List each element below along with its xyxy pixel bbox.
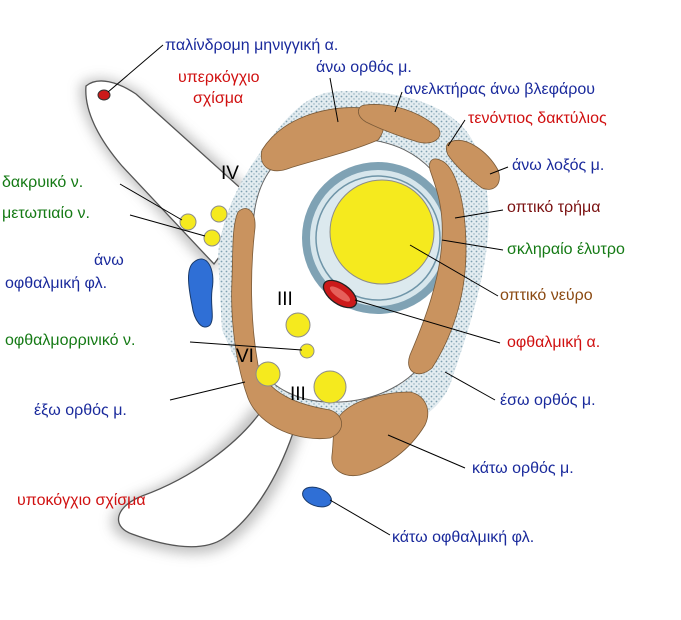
- label-superior-orbital-fissure-line1: υπερκόγχιο: [178, 69, 260, 86]
- oculomotor-superior-shape: [285, 312, 311, 338]
- label-optic-canal: οπτικό τρήμα: [507, 199, 601, 216]
- label-superior-rectus: άνω ορθός μ.: [316, 59, 412, 76]
- label-inferior-orbital-fissure: υποκόγχιο σχίσμα: [17, 492, 146, 509]
- label-recurrent-meningeal-artery: παλίνδρομη μηνιγγική α.: [165, 37, 338, 54]
- nasociliary-nerve-shape: [299, 343, 315, 359]
- label-medial-rectus: έσω ορθός μ.: [500, 392, 596, 409]
- label-inferior-ophthalmic-vein: κάτω οφθαλμική φλ.: [392, 529, 534, 546]
- nerve-iv-label: IV: [221, 163, 239, 184]
- label-tendinous-ring: τενόντιος δακτύλιος: [468, 110, 607, 127]
- label-frontal-nerve: μετωπιαίο ν.: [2, 205, 90, 222]
- frontal-nerve-shape-upper: [210, 205, 228, 223]
- label-lacrimal-nerve: δακρυικό ν.: [2, 174, 83, 191]
- nerve-iii-lower-label: III: [290, 384, 306, 405]
- nerve-circles: [179, 205, 347, 404]
- label-superior-oblique: άνω λοξός μ.: [512, 157, 604, 174]
- oculomotor-inferior-shape: [313, 370, 347, 404]
- ophthalmic-artery-lumen: [329, 286, 351, 302]
- frontal-nerve-shape-lower: [203, 229, 221, 247]
- label-superior-ophthalmic-vein-line2: οφθαλμική φλ.: [5, 275, 107, 292]
- label-nasociliary-nerve: οφθαλμορρινικό ν.: [5, 332, 135, 349]
- inferior-orbital-fissure-shape: [117, 409, 297, 548]
- label-ophthalmic-artery: οφθαλμική α.: [507, 334, 600, 351]
- superior-ophthalmic-vein-shape: [188, 258, 214, 328]
- nerve-iii-upper-label: III: [277, 289, 293, 310]
- nerve-vi-label: VI: [236, 346, 254, 367]
- label-superior-ophthalmic-vein-line1: άνω: [94, 252, 124, 269]
- levator-palpebrae-shape: [357, 104, 441, 144]
- medial-rectus-shape: [408, 158, 467, 375]
- inferior-rectus-shape: [331, 391, 429, 477]
- label-optic-nerve: οπτικό νεύρο: [500, 287, 593, 304]
- label-inferior-rectus: κάτω ορθός μ.: [472, 460, 574, 477]
- recurrent-meningeal-artery-shape: [97, 89, 111, 101]
- label-lateral-rectus: έξω ορθός μ.: [34, 402, 127, 419]
- superior-rectus-shape: [260, 107, 385, 172]
- inferior-ophthalmic-vein-shape: [302, 486, 332, 508]
- label-superior-orbital-fissure-line2: σχίσμα: [193, 90, 243, 107]
- label-levator-palpebrae: ανελκτήρας άνω βλεφάρου: [404, 81, 595, 98]
- optic-nerve-shape: [329, 179, 435, 285]
- superior-oblique-shape: [445, 140, 500, 190]
- abducens-nerve-shape: [255, 361, 281, 387]
- label-scleral-sheath: σκληραίο έλυτρο: [507, 241, 625, 258]
- lacrimal-nerve-shape: [179, 213, 197, 231]
- leader-lines: [107, 44, 509, 536]
